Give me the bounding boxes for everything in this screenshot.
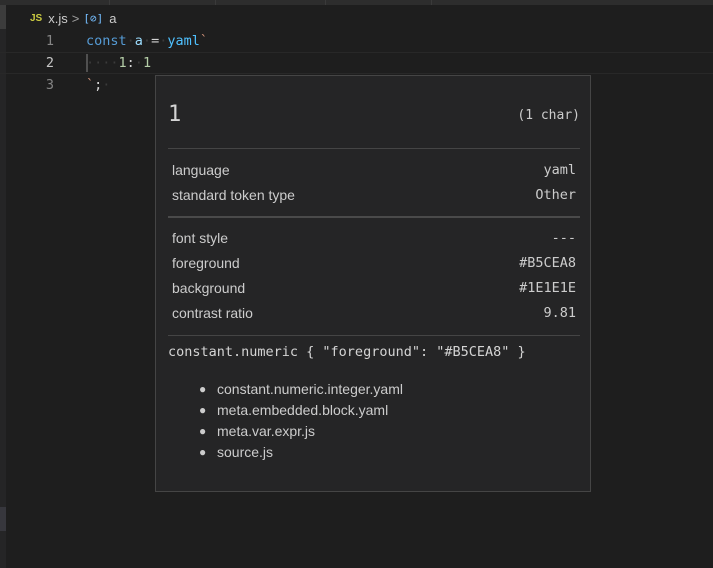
breadcrumb-symbol[interactable]: a xyxy=(109,10,117,26)
tab-divider xyxy=(431,0,432,5)
property-label: background xyxy=(172,280,246,296)
theme-rule: constant.numeric { "foreground": "#B5CEA… xyxy=(168,344,526,360)
property-token-type: standard token type Other xyxy=(172,183,576,208)
property-value: Other xyxy=(535,187,576,203)
indent-guide xyxy=(86,54,88,72)
scope-list: ●constant.numeric.integer.yaml ●meta.emb… xyxy=(199,379,403,463)
bullet-icon: ● xyxy=(199,403,207,417)
line-content[interactable]: const·a·=·yaml` xyxy=(86,33,208,49)
line-content[interactable]: ····1:·1 xyxy=(86,55,152,71)
property-value: 9.81 xyxy=(543,305,576,321)
breadcrumb-file[interactable]: x.js xyxy=(48,10,68,26)
property-value: --- xyxy=(551,230,576,246)
code-line[interactable]: 3 `;· xyxy=(0,74,713,96)
line-content[interactable]: `;· xyxy=(86,77,111,93)
property-label: foreground xyxy=(172,255,240,271)
scope-item: ●source.js xyxy=(199,442,403,463)
property-value: #B5CEA8 xyxy=(519,255,576,271)
property-label: font style xyxy=(172,230,229,246)
property-label: contrast ratio xyxy=(172,305,253,321)
line-number: 3 xyxy=(45,77,54,93)
code-editor[interactable]: 1 const·a·=·yaml` 2 ····1:·1 3 `;· xyxy=(0,30,713,96)
property-language: language yaml xyxy=(172,158,576,183)
divider xyxy=(168,335,580,336)
property-contrast: contrast ratio 9.81 xyxy=(172,301,576,326)
keyword-token: const xyxy=(86,33,127,49)
activity-scrollbar[interactable] xyxy=(0,5,6,568)
divider xyxy=(168,148,580,149)
property-foreground: foreground #B5CEA8 xyxy=(172,251,576,276)
tab-divider xyxy=(215,0,216,5)
line-number: 1 xyxy=(45,33,54,49)
token-inspector-hover: 1 (1 char) language yaml standard token … xyxy=(155,75,591,492)
function-token: yaml xyxy=(167,33,200,49)
bullet-icon: ● xyxy=(199,424,207,438)
template-tick-token: ` xyxy=(86,77,95,93)
divider xyxy=(168,216,580,218)
indent-whitespace: ···· xyxy=(86,55,119,71)
property-background: background #1E1E1E xyxy=(172,276,576,301)
chevron-right-icon: > xyxy=(71,10,80,26)
line-number: 2 xyxy=(45,55,54,71)
property-value: yaml xyxy=(543,162,576,178)
property-value: #1E1E1E xyxy=(519,280,576,296)
scope-item: ●meta.embedded.block.yaml xyxy=(199,400,403,421)
tab-divider xyxy=(109,0,110,5)
bullet-icon: ● xyxy=(199,445,207,459)
breadcrumb: JS x.js > [⊘] a xyxy=(30,8,116,28)
tab-strip xyxy=(0,0,713,5)
template-tick-token: ` xyxy=(199,33,208,49)
semicolon-token: ; xyxy=(94,77,103,93)
variable-token: a xyxy=(134,33,143,49)
token-text: 1 xyxy=(168,102,182,127)
scope-item: ●meta.var.expr.js xyxy=(199,421,403,442)
code-line-current[interactable]: 2 ····1:·1 xyxy=(0,52,713,74)
property-label: standard token type xyxy=(172,187,295,203)
numeric-token: 1 xyxy=(142,55,152,71)
code-line[interactable]: 1 const·a·=·yaml` xyxy=(0,30,713,52)
scroll-thumb[interactable] xyxy=(0,507,6,531)
javascript-file-icon: JS xyxy=(30,12,43,24)
variable-symbol-icon: [⊘] xyxy=(83,11,104,25)
yaml-key-token: 1 xyxy=(118,55,127,71)
colon-token: : xyxy=(126,55,135,71)
scope-item: ●constant.numeric.integer.yaml xyxy=(199,379,403,400)
bullet-icon: ● xyxy=(199,382,207,396)
scroll-thumb[interactable] xyxy=(0,5,6,29)
inspector-header: 1 (1 char) xyxy=(168,102,580,132)
tab-divider xyxy=(325,0,326,5)
char-count: (1 char) xyxy=(517,108,580,123)
operator-token: = xyxy=(151,33,160,49)
property-font-style: font style --- xyxy=(172,226,576,251)
property-label: language xyxy=(172,162,230,178)
